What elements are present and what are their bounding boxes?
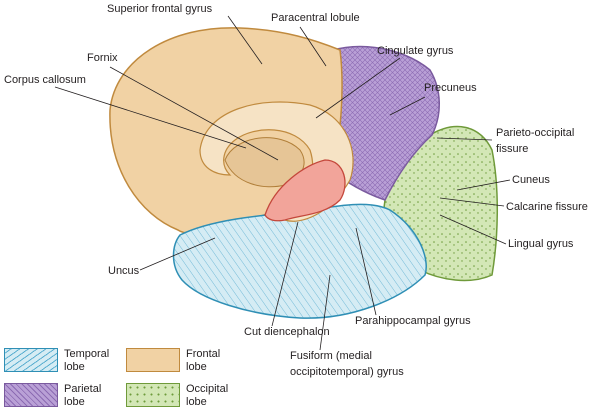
legend-swatch-temporal — [4, 348, 58, 372]
label-fusiform-gyrus: Fusiform (medial — [290, 350, 372, 362]
legend-label-parietal-2: lobe — [64, 396, 85, 408]
legend-label-occipital-2: lobe — [186, 396, 207, 408]
label-uncus: Uncus — [108, 265, 140, 277]
cut-diencephalon — [264, 159, 346, 222]
legend-swatch-occipital — [126, 383, 180, 407]
leader-lines — [54, 15, 511, 351]
label-calcarine-fissure: Calcarine fissure — [506, 201, 588, 213]
label-precuneus: Precuneus — [424, 82, 477, 94]
label-cut-diencephalon: Cut diencephalon — [244, 326, 330, 338]
legend-label-temporal: Temporal — [64, 348, 110, 360]
legend-label-temporal-2: lobe — [64, 361, 85, 373]
legend-label-parietal: Parietal — [64, 383, 102, 395]
label-cuneus: Cuneus — [512, 174, 550, 186]
label-paracentral-lobule: Paracentral lobule — [271, 12, 360, 24]
fornix — [224, 137, 305, 188]
legend-label-frontal: Frontal — [186, 348, 221, 360]
legend-swatch-frontal — [126, 348, 180, 372]
label-cingulate-gyrus: Cingulate gyrus — [377, 45, 454, 57]
label-parieto-occipital-fissure-2: fissure — [496, 143, 529, 155]
legend-label-occipital: Occipital — [186, 383, 229, 395]
label-lingual-gyrus: Lingual gyrus — [508, 238, 574, 250]
label-fornix: Fornix — [87, 52, 118, 64]
label-fusiform-gyrus-2: occipitotemporal) gyrus — [290, 366, 404, 378]
label-parahippocampal-gyrus: Parahippocampal gyrus — [355, 315, 471, 327]
label-corpus-callosum: Corpus callosum — [4, 74, 86, 86]
label-parieto-occipital-fissure: Parieto-occipital — [496, 127, 575, 139]
label-superior-frontal-gyrus: Superior frontal gyrus — [107, 3, 213, 15]
legend-swatch-parietal — [4, 383, 58, 407]
legend-label-frontal-2: lobe — [186, 361, 207, 373]
